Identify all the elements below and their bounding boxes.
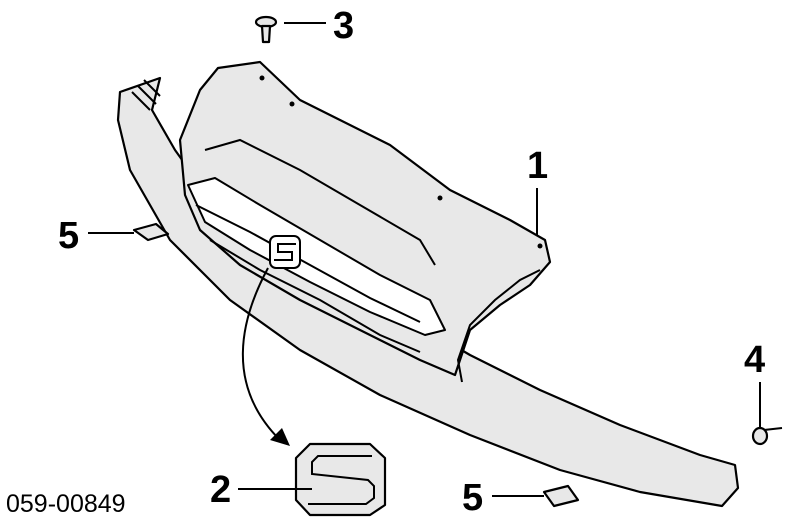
callout-4: 4 <box>744 339 765 381</box>
grille-bar-lower <box>209 239 421 353</box>
emblem-s-shape <box>308 455 375 505</box>
grille-assembly <box>116 60 740 508</box>
callout-5-left: 5 <box>58 215 79 257</box>
grille-emblem-mount-s <box>274 243 296 261</box>
screw-thread <box>763 427 783 431</box>
callout-2: 2 <box>210 469 231 511</box>
clip-shank <box>260 24 272 44</box>
clip-top <box>254 15 278 44</box>
emblem-outline <box>294 442 387 517</box>
arrow-head <box>270 428 290 446</box>
screw-head <box>751 426 769 446</box>
grille-right-bracket <box>456 269 541 383</box>
pad-left <box>132 222 170 242</box>
grille-upper-body <box>178 60 552 377</box>
mount-hole <box>289 101 295 107</box>
screw <box>751 392 783 446</box>
part-number: 059-00849 <box>6 490 126 518</box>
mount-hole <box>537 243 543 249</box>
grille-bar-middle <box>195 204 421 323</box>
pad-bottom <box>542 484 580 508</box>
grille-bar-upper <box>204 138 436 266</box>
grille-opening <box>187 177 446 336</box>
callout-3: 3 <box>333 5 354 47</box>
callout-1: 1 <box>527 145 548 187</box>
callout-5-bottom: 5 <box>462 477 483 519</box>
emblem-arrow <box>241 267 281 441</box>
mount-hole <box>259 75 265 81</box>
grille-left-slats <box>131 79 161 111</box>
emblem <box>294 442 387 517</box>
mount-hole <box>437 195 443 201</box>
